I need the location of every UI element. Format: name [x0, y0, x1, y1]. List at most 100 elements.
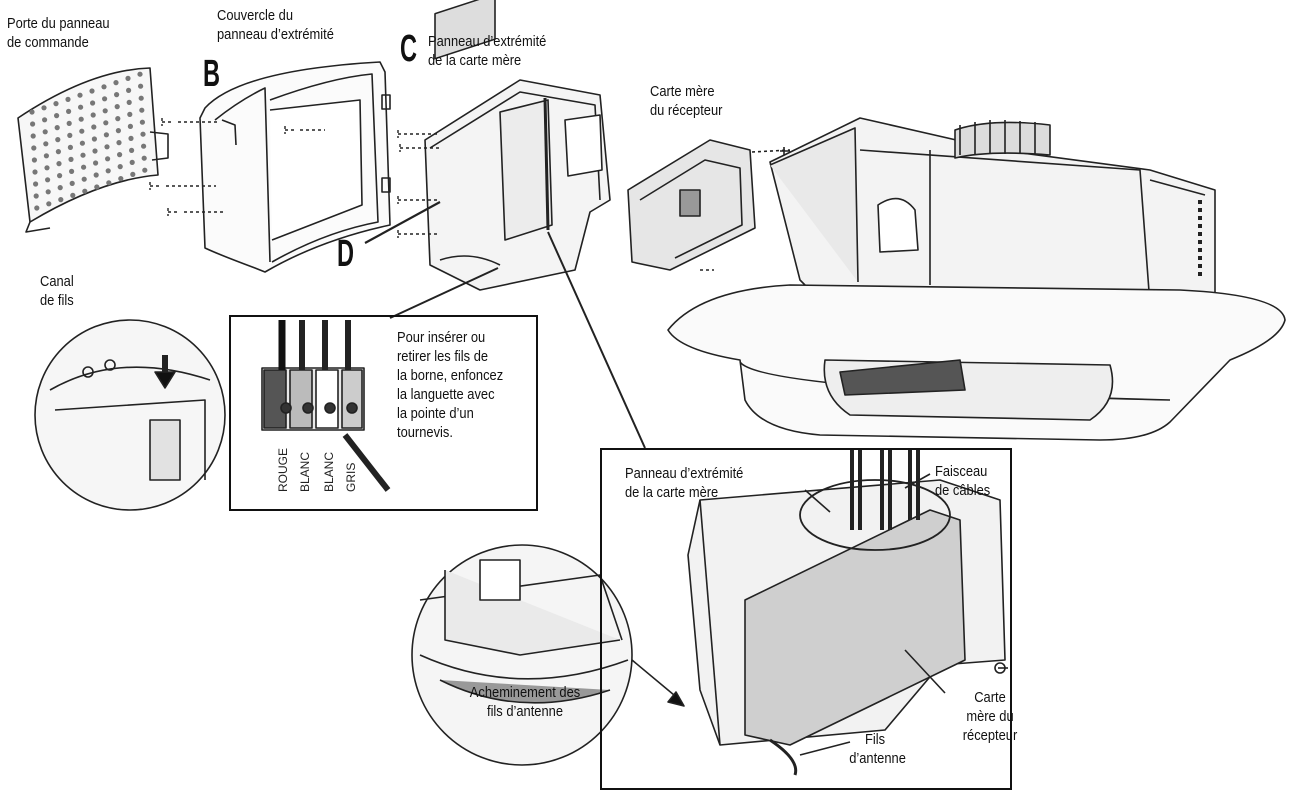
perforation-dot [103, 132, 109, 138]
perforation-dot [128, 135, 134, 141]
perforation-dot [53, 101, 59, 107]
perforation-dot [42, 129, 48, 135]
perforation-dot [29, 109, 35, 115]
perforation-dot [69, 168, 75, 174]
screws-b [149, 118, 325, 216]
perforation-dot [117, 164, 123, 170]
perforation-dot [138, 83, 144, 89]
letter-d: D [337, 233, 355, 275]
perforation-dot [65, 96, 71, 102]
perforation-dot [31, 145, 37, 151]
wire-label-blanc-1: BLANC [298, 451, 312, 492]
wire-label-gris: GRIS [344, 462, 358, 492]
perforation-dot [90, 100, 96, 106]
terminal-instruction-box [229, 315, 538, 511]
perforation-dot [129, 159, 135, 165]
wire-channel-detail [34, 319, 226, 511]
perforation-dot [80, 152, 86, 158]
perforation-dot [78, 116, 84, 122]
perforation-dot [127, 123, 133, 129]
perforation-dot [103, 120, 109, 126]
label-receiver-motherboard-bottom: Carte mère du récepteur [962, 689, 1018, 744]
perforation-dot [58, 197, 64, 203]
label-wire-channel: Canal de fils [40, 273, 74, 309]
perforation-dot [82, 188, 88, 194]
perforation-dot [42, 117, 48, 123]
perforation-dot [90, 112, 96, 118]
perforation-dot [44, 165, 50, 171]
perforation-dot [34, 205, 40, 211]
perforation-dot [114, 92, 120, 98]
leader-end-panel [804, 489, 831, 513]
perforation-dot [55, 149, 62, 155]
connector-line-1 [389, 267, 499, 319]
leader-antenna [799, 741, 851, 756]
perforation-dot [33, 181, 39, 187]
perforation-dot [66, 108, 72, 114]
label-motherboard-end-panel: Panneau d’extrémité de la carte mère [428, 33, 547, 69]
perforation-dot [139, 107, 145, 113]
perforation-dot [142, 167, 148, 173]
perforation-dot [69, 180, 75, 186]
perforation-dot [78, 104, 84, 110]
end-panel-cover-drawing [199, 61, 391, 273]
label-detail-end-panel: Panneau d’extrémité de la carte mère [625, 465, 744, 501]
perforation-dot [56, 161, 62, 167]
perforation-dot [43, 141, 49, 147]
perforation-dot [81, 176, 87, 182]
light-cover-drawing [667, 284, 1286, 441]
perforation-dot [125, 75, 131, 81]
label-antenna-wires: Fils d’antenne [849, 731, 906, 767]
perforation-dot [70, 192, 76, 198]
perforation-dot [43, 153, 50, 159]
screws-c [397, 130, 442, 238]
perforation-dot [46, 201, 52, 207]
perforation-dot [81, 164, 87, 170]
perforation-dot [32, 169, 38, 175]
perforation-dot [106, 180, 112, 186]
antenna-arrow [631, 659, 681, 701]
perforation-dot [105, 156, 111, 162]
motherboard-end-panel-drawing [424, 0, 611, 291]
perforation-dot [79, 140, 85, 146]
motherboard-detail-drawing [687, 450, 1008, 776]
perforation-dot [67, 144, 73, 150]
letter-c: C [400, 28, 418, 70]
perforation-dot [67, 132, 73, 138]
perforation-dot [140, 131, 146, 137]
perforation-dot [115, 128, 121, 134]
perforation-dot [94, 184, 100, 190]
label-wire-harness: Faisceau de câbles [935, 463, 991, 499]
perforation-dot [104, 144, 110, 150]
perforation-dot [141, 155, 147, 161]
perforation-dot [91, 124, 97, 130]
perforation-dot [113, 80, 119, 86]
perforation-dot [126, 99, 132, 105]
perforation-dot [89, 88, 95, 94]
perforation-dot [117, 152, 123, 158]
perforation-dot [114, 104, 120, 110]
perforation-dot [68, 156, 74, 162]
leader-harness [904, 473, 931, 489]
perforation-dot [29, 121, 36, 127]
perforation-dot [79, 128, 85, 134]
pointer-d [364, 201, 441, 244]
perforation-dot [33, 193, 39, 199]
label-insert-instructions: Pour insérer ou retirer les fils de la b… [397, 329, 504, 441]
perforation-dot [55, 137, 61, 143]
perforation-dot [116, 140, 122, 146]
perforation-dot [93, 172, 99, 178]
perforation-dot [126, 87, 132, 93]
receiver-motherboard-drawing [627, 139, 791, 271]
perforation-dot [93, 160, 99, 166]
perforation-dot [45, 189, 51, 195]
leader-motherboard [904, 649, 946, 694]
perforation-dot [57, 173, 63, 179]
motherboard-detail-box [600, 448, 1012, 790]
perforation-dot [137, 71, 143, 77]
perforation-dot [91, 136, 97, 142]
label-receiver-motherboard-top: Carte mère du récepteur [650, 83, 723, 119]
perforation-dot [92, 148, 98, 154]
